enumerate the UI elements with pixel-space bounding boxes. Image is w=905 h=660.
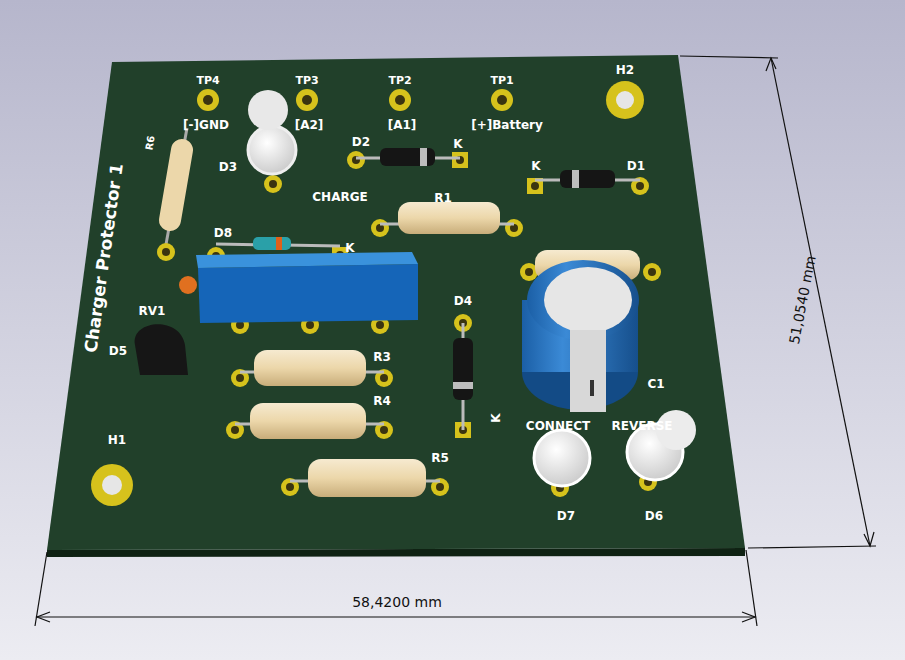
resistor-r6 [157, 128, 187, 261]
silkscreen-label: R5 [431, 452, 449, 465]
silkscreen-label: D4 [454, 295, 472, 308]
silkscreen-label: CHARGE [312, 191, 367, 204]
silkscreen-label: K [490, 413, 503, 422]
silkscreen-label: D3 [219, 161, 237, 174]
diode-d4 [453, 314, 473, 438]
dimension-label: 58,4200 mm [352, 595, 442, 610]
silkscreen-label: H1 [108, 434, 126, 447]
silkscreen-label: TP4 [196, 75, 219, 87]
silkscreen-label: C1 [647, 378, 664, 391]
silkscreen-label: K [345, 242, 354, 255]
capacitor-c1 [522, 260, 639, 412]
silkscreen-label: R3 [373, 351, 391, 364]
silkscreen-label: RV1 [139, 305, 166, 318]
pads [91, 81, 644, 506]
silkscreen-label: CONNECT [526, 420, 590, 433]
transistor [135, 324, 188, 375]
silkscreen-label: D8 [214, 227, 232, 240]
silkscreen-label: TP3 [295, 75, 318, 87]
silkscreen-label: [A2] [295, 119, 324, 132]
silkscreen-label: K [531, 160, 540, 173]
silkscreen-label: D6 [645, 510, 663, 523]
silkscreen-label: K [453, 138, 462, 151]
led-d3 [248, 90, 296, 193]
silkscreen-label: TP2 [388, 75, 411, 87]
dimension-lines [35, 56, 876, 626]
resistor-r3 [231, 350, 393, 387]
silkscreen-label: H2 [616, 64, 634, 77]
silkscreen-label: R1 [434, 192, 452, 205]
led-d7 [534, 430, 590, 497]
silkscreen-label: D1 [627, 160, 645, 173]
silkscreen-label: D5 [109, 345, 127, 358]
board [47, 55, 745, 557]
silkscreen-label: [+]Battery [471, 119, 543, 132]
silkscreen-label: R4 [373, 395, 391, 408]
diode-d1 [527, 170, 649, 195]
diode-d2 [347, 148, 468, 169]
silkscreen-label: TP1 [490, 75, 513, 87]
resistor-r1 [371, 202, 523, 237]
silkscreen-label: [-]GND [183, 119, 229, 132]
silkscreen-label: D7 [557, 510, 575, 523]
silkscreen-label: [A1] [388, 119, 417, 132]
trimmer-rv1 [179, 252, 418, 334]
resistor-r4 [226, 403, 393, 439]
silkscreen-label: REVERSE [611, 420, 672, 433]
silkscreen-label: D2 [352, 136, 370, 149]
resistor-r5 [281, 459, 449, 497]
